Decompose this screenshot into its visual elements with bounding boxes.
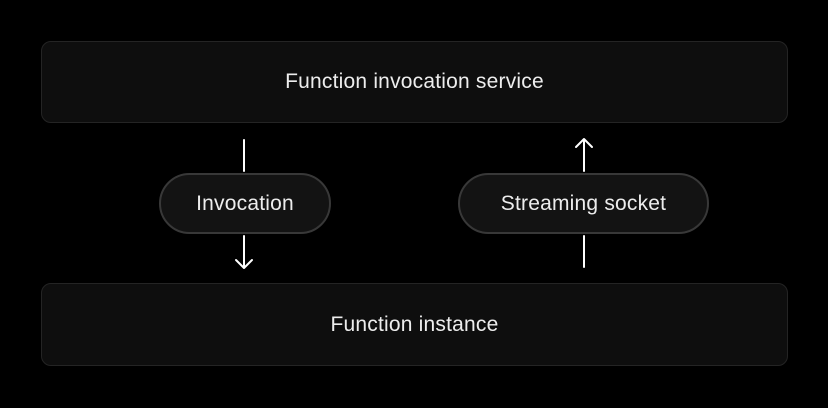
function-instance-label: Function instance xyxy=(330,312,499,336)
streaming-socket-edge-label: Streaming socket xyxy=(500,191,667,215)
function-instance-box: Function instance xyxy=(41,283,788,366)
arrow-down-head-icon xyxy=(235,259,253,269)
invocation-edge-label: Invocation xyxy=(196,191,294,215)
function-invocation-service-label: Function invocation service xyxy=(285,70,544,93)
invocation-edge-pill: Invocation xyxy=(159,173,331,234)
arrow-up-head-icon xyxy=(575,138,593,148)
function-invocation-service-box: Function invocation service xyxy=(41,41,788,123)
streaming-socket-edge-pill: Streaming socket xyxy=(458,173,709,234)
